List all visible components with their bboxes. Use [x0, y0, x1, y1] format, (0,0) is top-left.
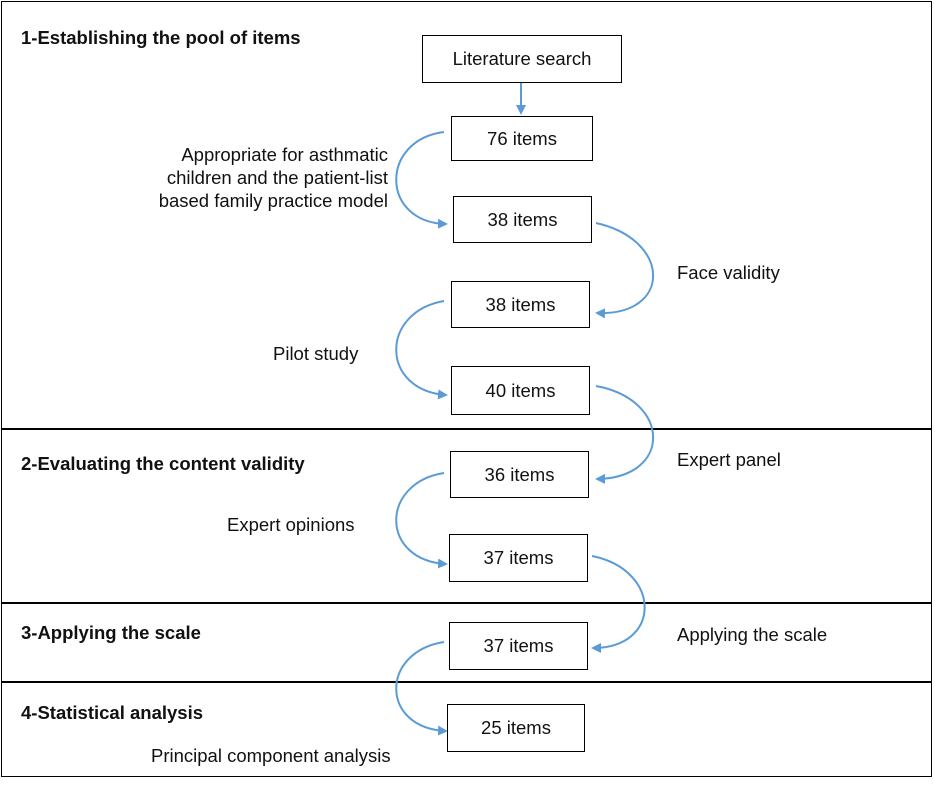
label-appropriate-line-2: children and the patient-list [166, 167, 388, 188]
label-appropriate-line-1: Appropriate for asthmatic [181, 144, 388, 165]
section-pool-of-items [1, 1, 932, 430]
items-40-box: 40 items [451, 366, 590, 415]
label-face-validity: Face validity [677, 262, 780, 283]
label-principal-component-analysis: Principal component analysis [151, 745, 391, 766]
items-76-box: 76 items [451, 116, 593, 161]
label-expert-panel: Expert panel [677, 449, 781, 470]
label-appropriate-line-3: based family practice model [158, 190, 388, 211]
items-38-box-b: 38 items [451, 281, 590, 328]
section-title-2: 2-Evaluating the content validity [21, 453, 305, 474]
section-content-validity [1, 428, 932, 604]
items-38-box-a: 38 items [453, 196, 592, 243]
label-expert-opinions: Expert opinions [227, 514, 355, 535]
section-title-3: 3-Applying the scale [21, 622, 201, 643]
items-37-box-a: 37 items [449, 534, 588, 582]
items-36-box: 36 items [450, 451, 589, 498]
section-applying-scale [1, 602, 932, 683]
section-statistical-analysis [1, 681, 932, 777]
label-pilot-study: Pilot study [273, 343, 359, 364]
items-37-box-b: 37 items [449, 622, 588, 670]
label-applying-the-scale: Applying the scale [677, 624, 828, 645]
literature-search-box: Literature search [422, 35, 622, 83]
section-title-1: 1-Establishing the pool of items [21, 27, 301, 48]
section-title-4: 4-Statistical analysis [21, 702, 204, 723]
label-appropriate: Appropriate for asthmatic children and t… [140, 143, 388, 212]
items-25-box: 25 items [447, 704, 585, 752]
